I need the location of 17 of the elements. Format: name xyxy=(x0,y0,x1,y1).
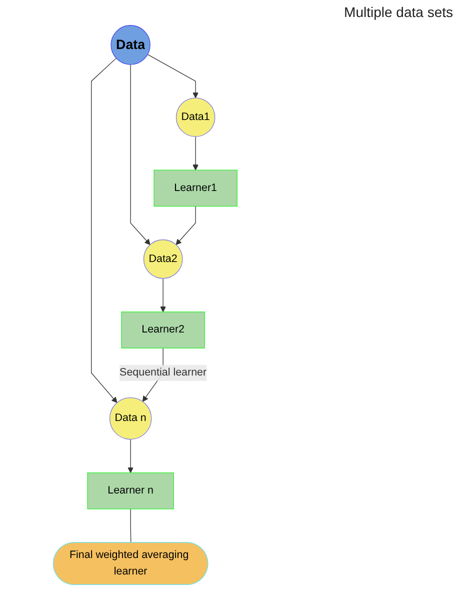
arrow xyxy=(91,58,118,403)
note-text: Multiple data sets xyxy=(343,4,453,20)
connector xyxy=(130,508,132,544)
node-circle: Data xyxy=(110,25,150,65)
arrow xyxy=(147,54,198,98)
arrow xyxy=(192,136,198,170)
arrow xyxy=(128,438,134,474)
node-box: Learner n xyxy=(87,472,174,510)
edge-label: Sequential learner xyxy=(120,366,207,378)
node-circle: Data1 xyxy=(176,98,216,137)
node-box: Learner1 xyxy=(154,170,238,207)
node-circle: Data n xyxy=(109,397,152,440)
arrow xyxy=(130,64,150,245)
node-box: Learner2 xyxy=(121,312,205,348)
node-circle: Data2 xyxy=(143,239,183,279)
arrow xyxy=(176,206,196,245)
arrow xyxy=(160,278,166,312)
